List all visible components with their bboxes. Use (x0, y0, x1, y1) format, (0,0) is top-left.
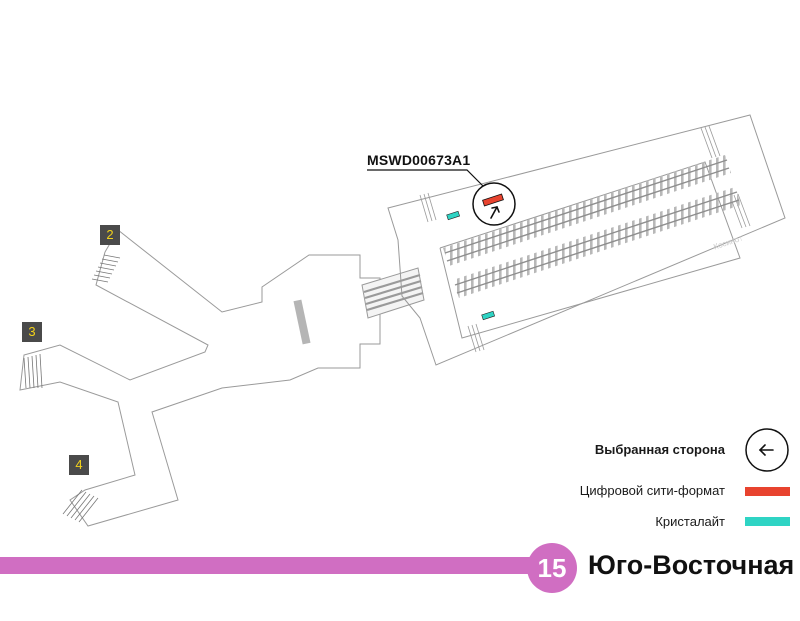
track-2 (453, 187, 741, 298)
callout-leader (367, 169, 484, 187)
arrow-up-icon (490, 206, 500, 219)
arrow-left-icon (758, 444, 774, 456)
cristalight-marker (446, 210, 461, 221)
legend-cristalight-label: Кристалайт (655, 514, 725, 529)
station-name: Юго-Восточная (588, 550, 795, 580)
line-bar (0, 557, 545, 574)
vestibule-panel (293, 299, 311, 345)
callout-code: MSWD00673A1 (367, 152, 471, 168)
stairs-exit-3 (23, 353, 43, 389)
platform-hall-outline (387, 114, 786, 366)
escalators (361, 267, 425, 319)
exit-badge-2: 2 (100, 225, 120, 245)
selected-marker-circle (472, 182, 516, 226)
legend-city-format-swatch (745, 487, 790, 496)
track-1 (443, 155, 731, 266)
exit-badge-4: 4 (69, 455, 89, 475)
exit-badge-3: 3 (22, 322, 42, 342)
island-platform-outline (439, 161, 741, 339)
city-format-marker (482, 193, 504, 207)
stairs-exit-2 (91, 254, 121, 283)
line-number-badge: 15 (527, 543, 577, 593)
legend-selected-side-label: Выбранная сторона (594, 442, 725, 457)
legend-cristalight-swatch (745, 517, 790, 526)
cristalight-marker (481, 310, 496, 321)
stairs-exit-4 (62, 489, 99, 523)
legend-city-format-label: Цифровой сити-формат (579, 483, 725, 498)
passage-outline (19, 229, 381, 527)
